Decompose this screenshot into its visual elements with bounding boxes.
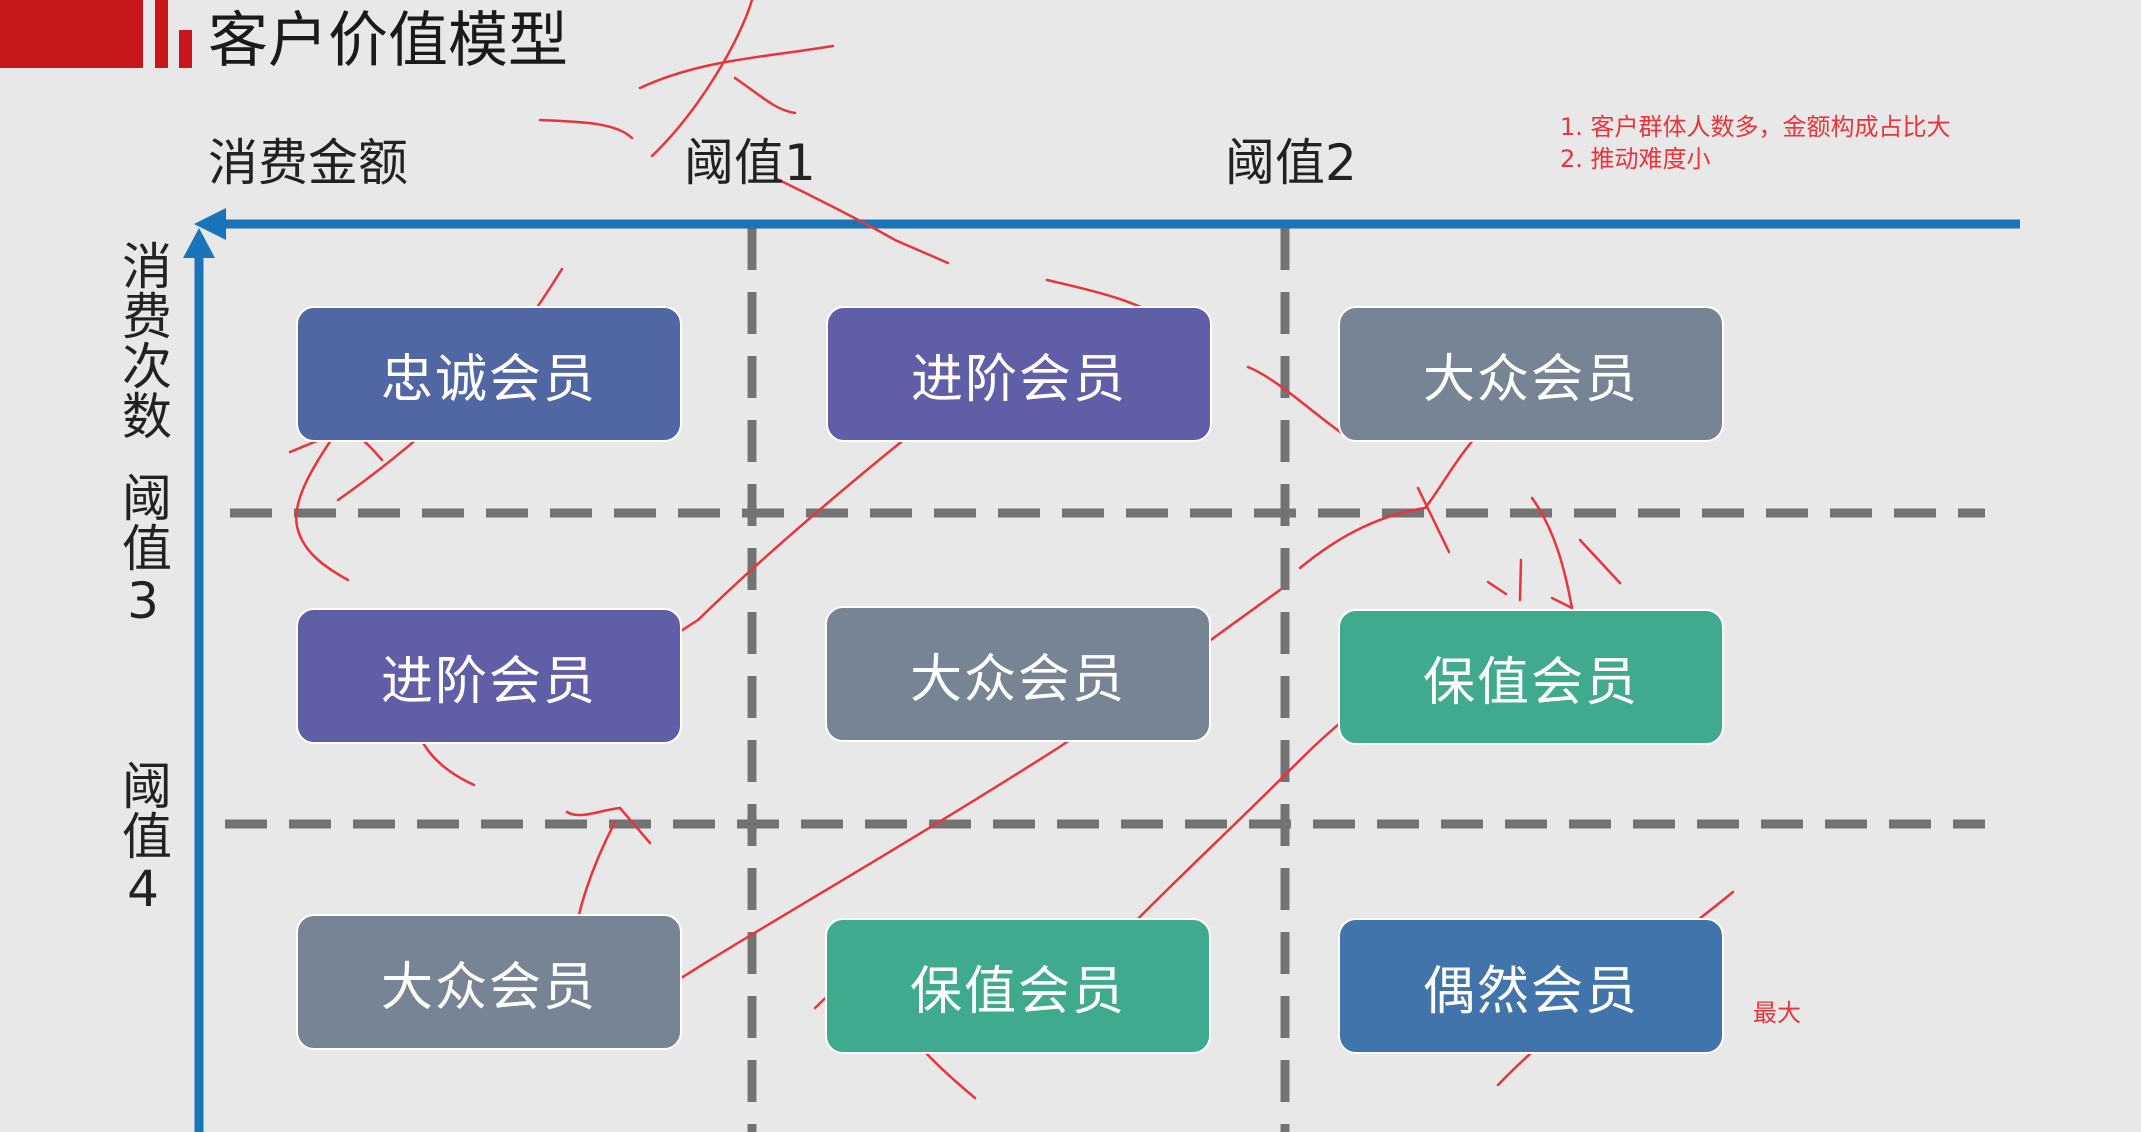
note-max-label: 最大 bbox=[1753, 999, 1801, 1027]
threshold-4-label: 阈值4 bbox=[114, 760, 172, 918]
note-line-2: 2. 推动难度小 bbox=[1560, 145, 1711, 173]
brand-bar-thin-1 bbox=[155, 0, 168, 68]
x-axis-label: 消费金额 bbox=[208, 134, 408, 192]
cell-retain-member: 保值会员 bbox=[1338, 609, 1724, 745]
page-title: 客户价值模型 bbox=[208, 6, 568, 76]
cell-mass-member: 大众会员 bbox=[1338, 306, 1724, 442]
note-line-1: 1. 客户群体人数多，金额构成占比大 bbox=[1560, 113, 1951, 141]
brand-bar-main bbox=[0, 0, 143, 68]
threshold-1-label: 阈值1 bbox=[684, 134, 816, 192]
x-axis-arrowhead bbox=[194, 208, 226, 240]
threshold-2-label: 阈值2 bbox=[1225, 134, 1357, 192]
cell-casual-member: 偶然会员 bbox=[1338, 918, 1724, 1054]
y-axis-label: 消费次数 bbox=[114, 240, 172, 440]
brand-bar-thin-2 bbox=[179, 30, 192, 68]
cell-mass-member: 大众会员 bbox=[296, 914, 682, 1050]
y-axis-arrowhead bbox=[183, 228, 215, 258]
cell-mass-member: 大众会员 bbox=[825, 606, 1211, 742]
cell-loyal-member: 忠诚会员 bbox=[296, 306, 682, 442]
cell-retain-member: 保值会员 bbox=[825, 918, 1211, 1054]
cell-advanced-member: 进阶会员 bbox=[826, 306, 1212, 442]
cell-advanced-member: 进阶会员 bbox=[296, 608, 682, 744]
threshold-3-label: 阈值3 bbox=[114, 472, 172, 630]
